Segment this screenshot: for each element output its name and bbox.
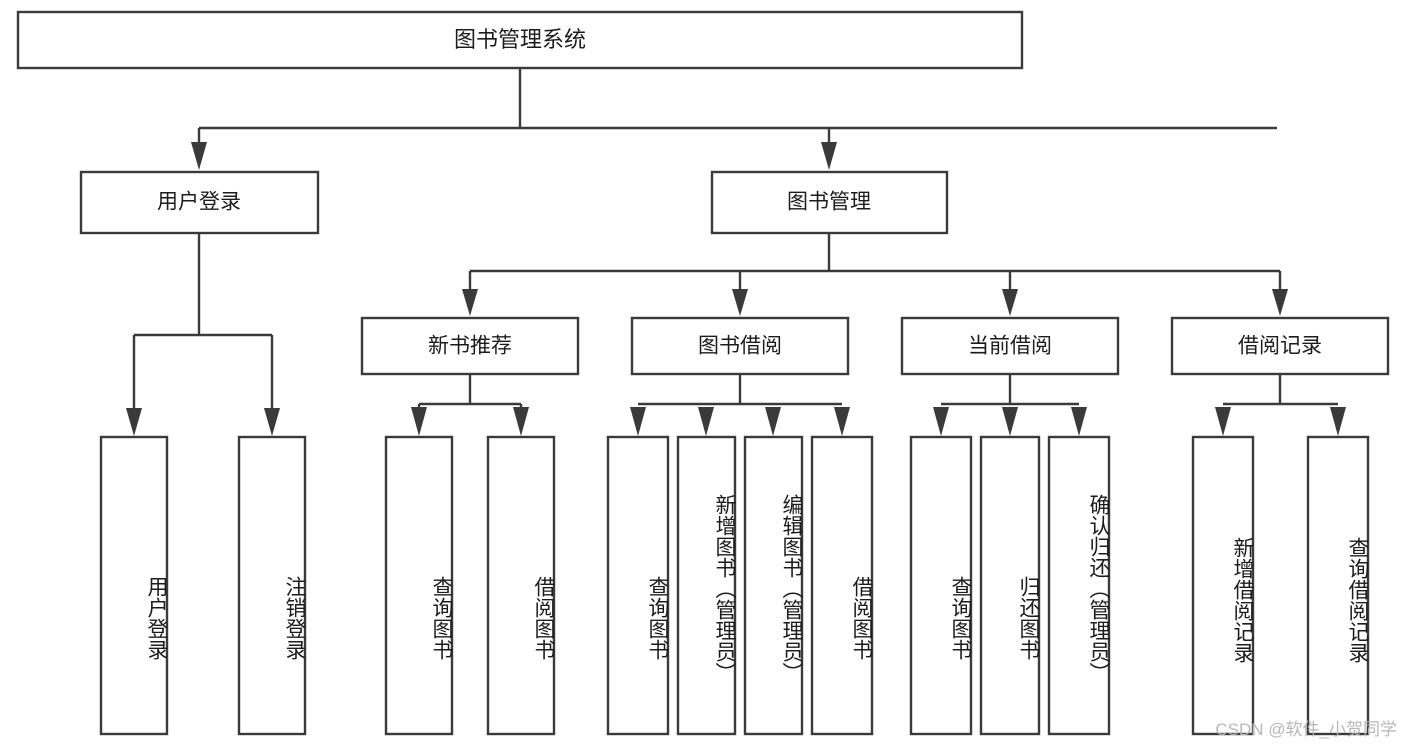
arrow-bookborrow-leaf-1 xyxy=(630,407,646,436)
node-new-book-recommend[interactable]: 新书推荐 xyxy=(360,316,580,376)
arrow-bookborrow-leaf-3 xyxy=(765,407,781,436)
arrow-to-borrow-record xyxy=(1272,289,1288,316)
arrow-root-to-login xyxy=(191,142,207,170)
leaf-box-query-book-2[interactable] xyxy=(606,435,670,736)
node-current-borrow[interactable]: 当前借阅 xyxy=(900,316,1120,376)
arrow-to-book-borrow xyxy=(732,289,748,316)
node-book-management-label: 图书管理 xyxy=(787,191,871,214)
node-current-borrow-box[interactable] xyxy=(900,316,1120,376)
node-borrow-record[interactable]: 借阅记录 xyxy=(1170,316,1390,376)
node-book-borrow-box[interactable] xyxy=(630,316,850,376)
arrow-bookborrow-leaf-4 xyxy=(834,407,850,436)
node-root[interactable]: 图书管理系统 xyxy=(16,10,1024,70)
leaf-box-borrow-book-2[interactable] xyxy=(810,435,874,736)
node-new-book-recommend-box[interactable] xyxy=(360,316,580,376)
leaf-box-user-login[interactable] xyxy=(99,435,169,736)
leaf-box-edit-book[interactable] xyxy=(743,435,804,736)
arrow-borrowrecord-leaf-2 xyxy=(1330,407,1346,436)
node-root-label: 图书管理系统 xyxy=(454,27,586,52)
arrow-currentborrow-leaf-2 xyxy=(1002,407,1018,436)
node-new-book-recommend-label: 新书推荐 xyxy=(428,335,512,358)
leaf-box-return-book[interactable] xyxy=(979,435,1041,736)
node-book-borrow-label: 图书借阅 xyxy=(698,335,782,358)
arrow-borrowrecord-leaf-1 xyxy=(1215,407,1231,436)
arrow-currentborrow-leaf-1 xyxy=(933,407,949,436)
arrow-root-to-bookmgmt xyxy=(821,142,837,170)
node-root-box[interactable] xyxy=(16,10,1024,70)
arrow-bookborrow-leaf-2 xyxy=(698,407,714,436)
node-book-borrow[interactable]: 图书借阅 xyxy=(630,316,850,376)
leaf-box-add-record[interactable] xyxy=(1191,435,1255,736)
leaf-box-add-book[interactable] xyxy=(676,435,737,736)
arrow-newbook-leaf-1 xyxy=(411,407,427,436)
leaf-box-query-book-1[interactable] xyxy=(384,435,454,736)
arrow-newbook-leaf-2 xyxy=(513,407,529,436)
leaf-box-query-book-3[interactable] xyxy=(909,435,973,736)
arrow-login-leaf-2 xyxy=(264,408,280,436)
node-current-borrow-label: 当前借阅 xyxy=(968,335,1052,358)
leaf-box-borrow-book-1[interactable] xyxy=(486,435,556,736)
leaf-box-confirm-return[interactable] xyxy=(1047,435,1111,736)
node-book-management-box[interactable] xyxy=(710,170,949,235)
arrow-to-new-book xyxy=(462,289,478,316)
node-borrow-record-label: 借阅记录 xyxy=(1238,335,1322,358)
arrow-login-leaf-1 xyxy=(126,408,142,436)
leaf-box-logout[interactable] xyxy=(237,435,307,736)
node-book-management[interactable]: 图书管理 xyxy=(710,170,949,235)
arrow-to-current-borrow xyxy=(1002,289,1018,316)
leaf-box-query-record[interactable] xyxy=(1306,435,1370,736)
node-user-login[interactable]: 用户登录 xyxy=(79,170,320,235)
node-user-login-label: 用户登录 xyxy=(157,191,241,214)
node-borrow-record-box[interactable] xyxy=(1170,316,1390,376)
arrow-currentborrow-leaf-3 xyxy=(1071,407,1087,436)
